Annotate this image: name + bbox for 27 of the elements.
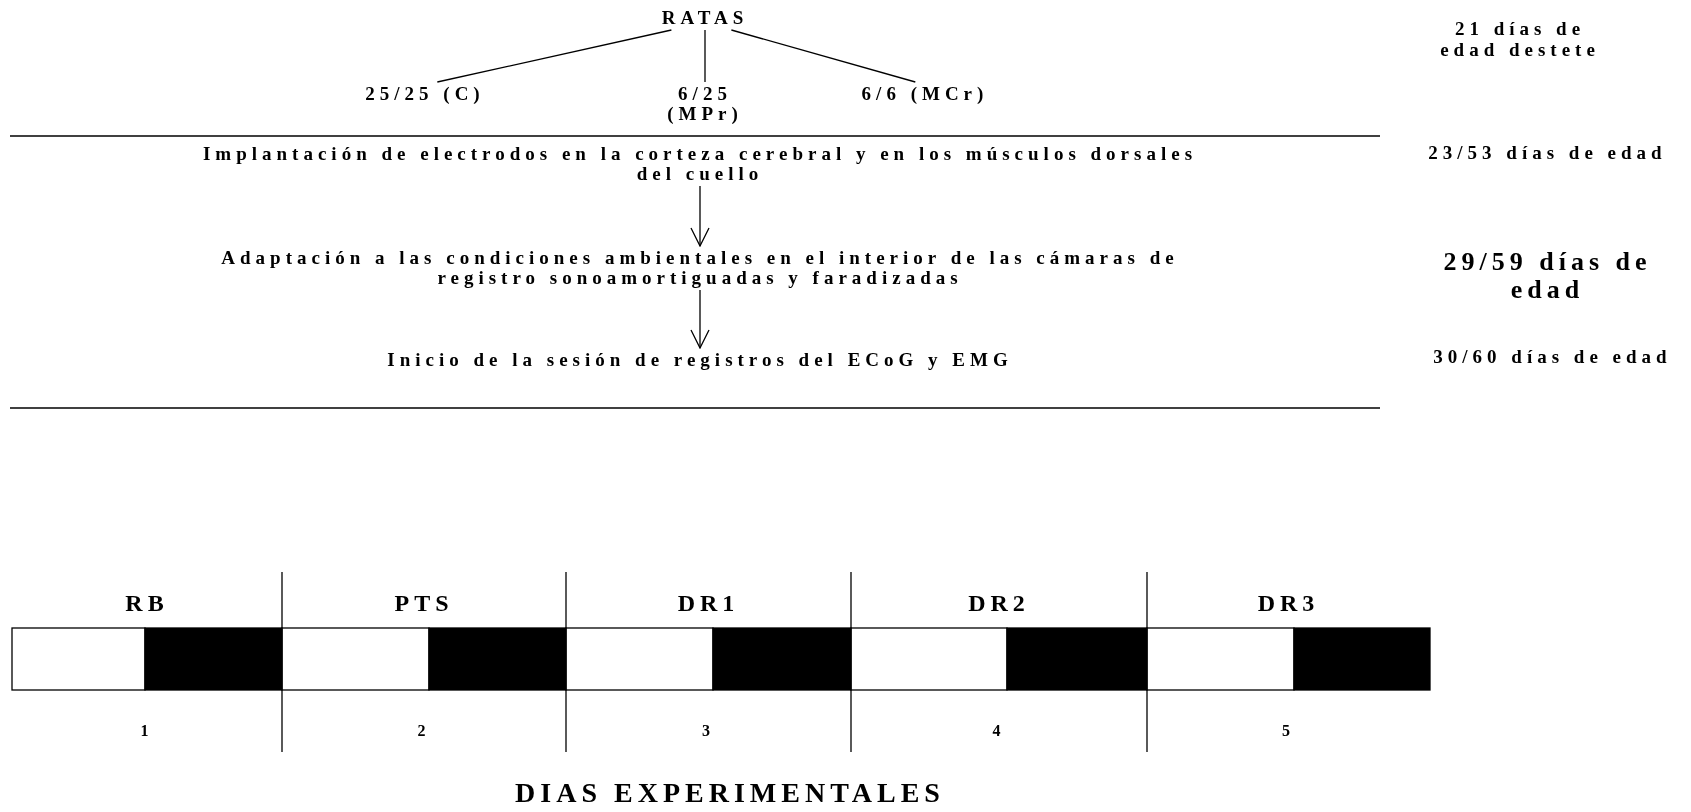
age-note: 21 días de edad destete: [1440, 18, 1600, 60]
day-number: 3: [701, 722, 716, 740]
arrow: [690, 185, 710, 247]
age-note: 30/60 días de edad: [1432, 346, 1673, 367]
phase-label: RB: [124, 590, 170, 616]
branch-line: [436, 29, 673, 83]
day-number: 5: [1281, 722, 1296, 740]
age-note: 29/59 días de edad: [1442, 248, 1653, 304]
phase-label: DR2: [967, 590, 1031, 616]
branch-line: [730, 29, 916, 83]
day-number: 2: [416, 722, 432, 740]
step-text: Inicio de la sesión de registros del ECoG y EMG: [290, 350, 1110, 370]
step-text: Implantación de electrodos en la corteza cerebral y en los músculos dorsales del cuello: [180, 144, 1220, 184]
branch-line: [704, 29, 706, 83]
step-text: Adaptación a las condiciones ambientales en el interior de las cámaras de registro sonoamortiguadas y faradizadas: [220, 248, 1180, 288]
phase-label: PTS: [393, 590, 455, 616]
axis-caption: DIAS EXPERIMENTALES: [514, 778, 946, 808]
phase-label: DR3: [1256, 590, 1321, 616]
day-number: 1: [139, 722, 155, 740]
group-label: 25/25 (C): [360, 84, 490, 104]
phase-label: DR1: [676, 590, 741, 616]
age-note: 23/53 días de edad: [1427, 142, 1668, 163]
group-heading: RATAS: [620, 8, 790, 28]
arrow: [690, 289, 710, 349]
group-label: 6/6 (MCr): [860, 84, 990, 104]
day-number: 4: [991, 722, 1007, 740]
group-label: 6/25 (MPr): [640, 84, 770, 124]
